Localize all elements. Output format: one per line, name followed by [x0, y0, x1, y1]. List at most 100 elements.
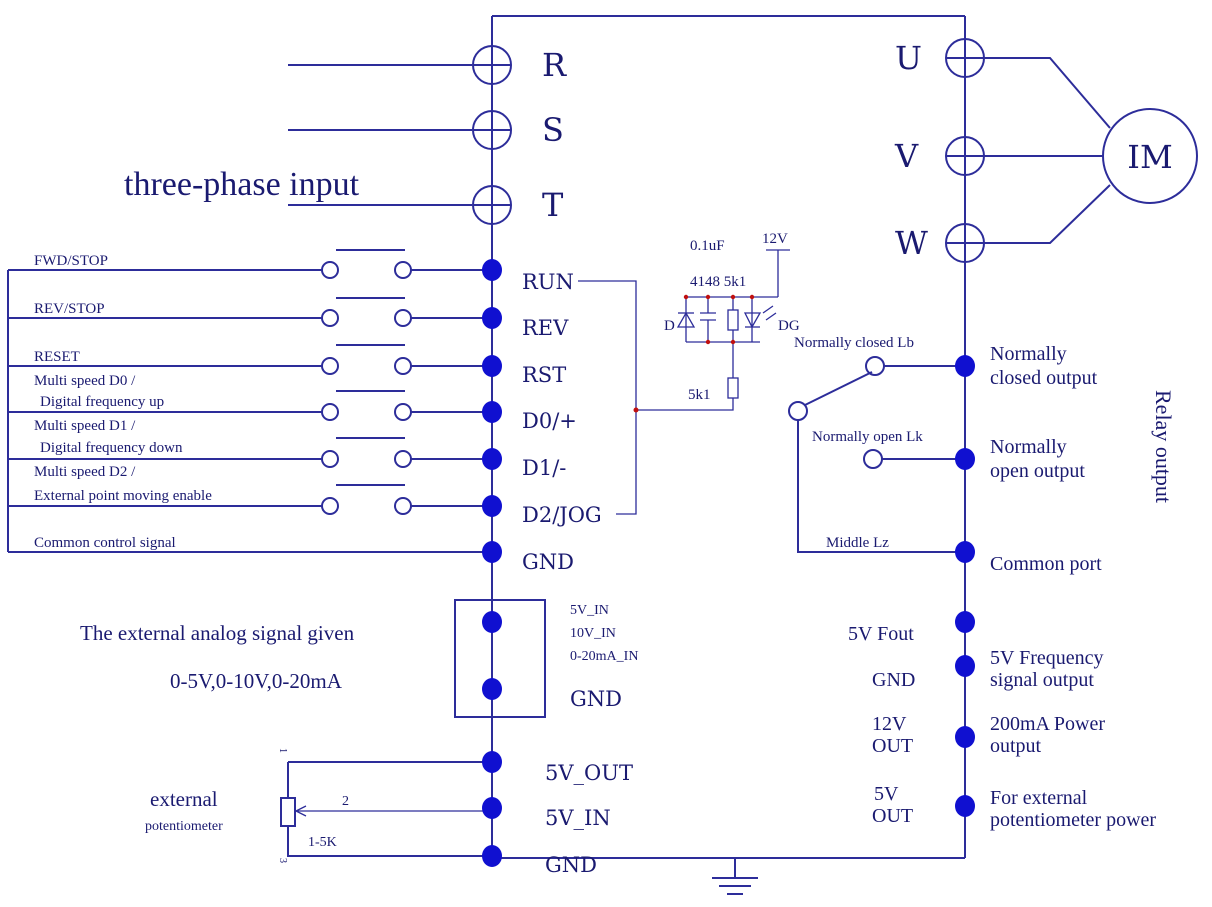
relay-nc-out-1: Normally [990, 343, 1067, 365]
label-s: S [542, 111, 564, 149]
label-d2-line1: Multi speed D2 / [34, 464, 136, 480]
v5-dot [955, 795, 975, 817]
ext-desc-2: potentiometer power [990, 809, 1156, 831]
analog-in2: 10V_IN [570, 626, 616, 641]
terminal-u [945, 38, 1111, 129]
pot-pin3-label: 3 [277, 858, 288, 863]
v12-label-2: OUT [872, 735, 913, 757]
pot-5vout-label: 5V_OUT [545, 761, 633, 785]
potentiometer-icon [280, 761, 492, 857]
v12-dot [955, 726, 975, 748]
relay-no-label: Normally open Lk [812, 429, 923, 445]
label-d0-line2: Digital frequency up [40, 394, 164, 410]
control-terminal-dots [482, 259, 502, 563]
power-desc-2: output [990, 735, 1042, 757]
relay-nc-label: Normally closed Lb [794, 335, 914, 351]
vcc-label: 12V [762, 231, 788, 247]
label-u: U [895, 39, 922, 77]
relay-mid-label: Middle Lz [826, 535, 889, 551]
relay-nc-out-2: closed output [990, 367, 1098, 389]
pot-5vin-label: 5V_IN [545, 806, 611, 830]
label-common-control-signal: Common control signal [34, 535, 176, 551]
terminal-rev-label: REV [522, 316, 569, 340]
analog-in1: 5V_IN [570, 603, 609, 618]
switch-fwd [8, 249, 492, 279]
pot-caption-1: external [150, 787, 218, 811]
switch-reset [8, 344, 492, 375]
pot-caption-2: potentiometer [145, 819, 223, 834]
fout-label: 5V Fout [848, 623, 914, 645]
switch-d2 [8, 484, 492, 515]
switch-rev [8, 297, 492, 327]
run-loop-wire [578, 280, 637, 515]
relay-no-out-2: open output [990, 460, 1085, 482]
label-d1-line1: Multi speed D1 / [34, 418, 136, 434]
ground-icon [712, 858, 758, 895]
switch-d0 [8, 390, 492, 421]
label-t: T [542, 186, 564, 224]
three-phase-input-caption: three-phase input [124, 166, 360, 203]
label-rev-stop: REV/STOP [34, 301, 105, 317]
v5-label-2: OUT [872, 805, 913, 827]
terminal-rst-label: RST [522, 363, 566, 387]
label-d1-line2: Digital frequency down [40, 440, 183, 456]
analog-in-dot [482, 611, 502, 633]
pot-gnd-dot [482, 845, 502, 867]
label-d0-line1: Multi speed D0 / [34, 373, 136, 389]
opto-circuit [676, 249, 790, 399]
relay-contacts [788, 356, 965, 553]
right-gnd-label: GND [872, 669, 915, 691]
right-gnd-dot [955, 655, 975, 677]
relay-no-dot [955, 448, 975, 470]
fout-dot [955, 611, 975, 633]
relay-nc-dot [955, 355, 975, 377]
terminal-run-label: RUN [522, 270, 574, 294]
terminal-gnd-label: GND [522, 550, 574, 574]
pot-5vout-dot [482, 751, 502, 773]
analog-gnd-label: GND [570, 687, 622, 711]
label-w: W [895, 224, 928, 262]
analog-gnd-dot [482, 678, 502, 700]
ext-desc-1: For external [990, 787, 1088, 809]
junction-dot [633, 407, 639, 413]
terminal-d0-label: D0/+ [522, 409, 577, 433]
relay-no-out-1: Normally [990, 436, 1067, 458]
resistor-label: 5k1 [688, 387, 711, 403]
analog-input-box [454, 599, 546, 718]
terminal-d2-label: D2/JOG [522, 503, 602, 527]
terminal-v [945, 136, 1103, 176]
relay-common-port: Common port [990, 553, 1102, 575]
terminal-r [288, 45, 512, 85]
freq-desc-1: 5V Frequency [990, 647, 1104, 669]
pot-5vin-dot [482, 797, 502, 819]
terminal-t [288, 185, 512, 225]
pot-value-label: 1-5K [308, 835, 337, 850]
v12-label-1: 12V [872, 713, 907, 735]
terminal-s [288, 110, 512, 150]
circuit-feed-wire [636, 398, 734, 411]
diode-label: D [664, 318, 675, 334]
led-label: DG [778, 318, 800, 334]
analog-in3: 0-20mA_IN [570, 649, 638, 664]
analog-caption-1: The external analog signal given [80, 621, 355, 645]
pot-gnd-label: GND [545, 853, 597, 877]
relay-output-title: Relay output [1151, 390, 1176, 503]
v5-label-1: 5V [874, 783, 899, 805]
switch-d1 [8, 437, 492, 468]
cap-value-label: 0.1uF [690, 238, 725, 254]
motor-icon: IM [1102, 108, 1198, 204]
pot-pin1-label: 1 [277, 748, 288, 753]
label-v: V [894, 137, 919, 175]
pot-pin2-label: 2 [342, 794, 349, 809]
label-d2-line2: External point moving enable [34, 488, 212, 504]
label-r: R [542, 46, 567, 84]
label-reset: RESET [34, 349, 80, 365]
freq-desc-2: signal output [990, 669, 1094, 691]
analog-caption-2: 0-5V,0-10V,0-20mA [170, 669, 343, 693]
terminal-w [945, 184, 1111, 263]
motor-label: IM [1127, 138, 1172, 176]
parts-label: 4148 5k1 [690, 274, 746, 290]
label-fwd-stop: FWD/STOP [34, 253, 108, 269]
